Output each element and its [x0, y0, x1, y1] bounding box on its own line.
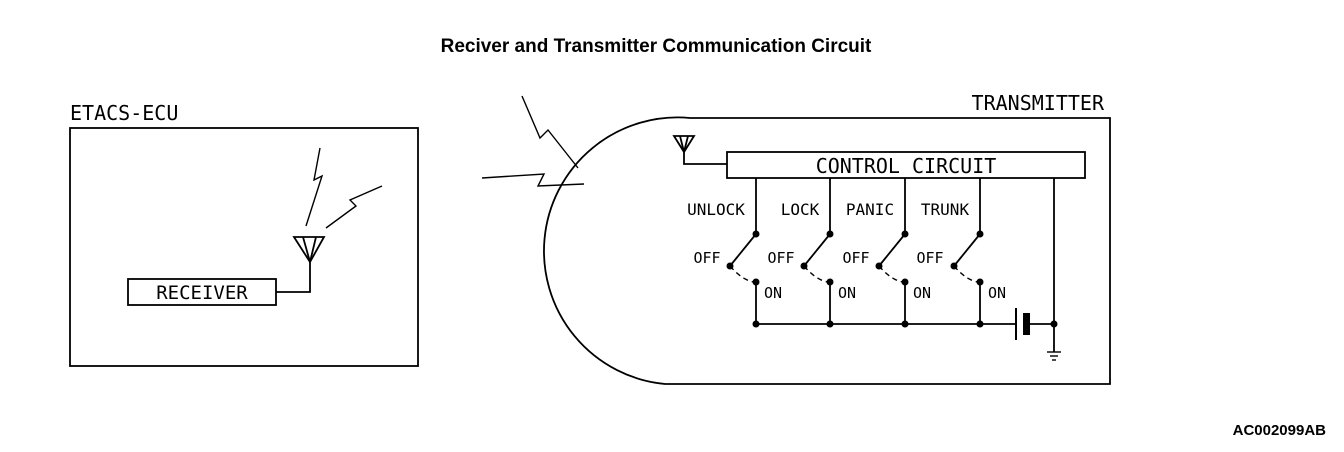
switch-swing-path — [803, 265, 831, 283]
switch-off-label: OFF — [916, 249, 943, 267]
switch-unlock: UNLOCK OFF ON — [687, 178, 782, 328]
transmitter-label: TRANSMITTER — [972, 91, 1105, 115]
switch-panic: PANIC OFF ON — [842, 178, 931, 328]
receiver-label: RECEIVER — [156, 282, 248, 304]
control-circuit-label: CONTROL CIRCUIT — [816, 154, 997, 178]
ecu-signal-zigzag-1 — [305, 147, 324, 227]
switch-on-label: ON — [988, 284, 1006, 302]
transmit-signal-zigzag-2 — [481, 173, 585, 187]
switch-on-label: ON — [764, 284, 782, 302]
switch-blade — [729, 233, 757, 267]
ecu-label: ETACS-ECU — [70, 101, 178, 125]
ecu-signal-zigzag-2 — [325, 185, 383, 229]
page-title: Reciver and Transmitter Communication Ci… — [440, 36, 872, 57]
switch-off-label: OFF — [693, 249, 720, 267]
transmitter-block: TRANSMITTER CONTROL CIRCUIT UNLOCKOFFONL… — [543, 91, 1111, 385]
receiver-antenna-wire — [276, 262, 311, 293]
switch-blade — [878, 233, 906, 267]
battery-icon — [1015, 308, 1030, 340]
transmitter-housing — [543, 116, 1111, 385]
switch-group: UNLOCK OFF ON LOCK OFF ON PANIC OFF ON TRUNK OFF ON — [687, 178, 1006, 328]
switch-off-label: OFF — [842, 249, 869, 267]
transmitter-antenna-wire — [683, 152, 727, 165]
ecu-box — [69, 127, 419, 367]
transmitter-antenna-icon — [672, 135, 696, 154]
switch-swing-path — [953, 265, 981, 283]
switch-name-label: LOCK — [781, 200, 820, 219]
switch-blade — [803, 233, 831, 267]
switch-name-label: TRUNK — [921, 200, 970, 219]
bus-junction — [826, 320, 834, 328]
bus-junction — [976, 320, 984, 328]
switch-on-label: ON — [913, 284, 931, 302]
bus-junction — [901, 320, 909, 328]
switch-name-label: UNLOCK — [687, 200, 745, 219]
switch-blade — [953, 233, 981, 267]
ground-symbol-icon — [1047, 351, 1061, 361]
switch-off-label: OFF — [767, 249, 794, 267]
ecu-antenna-icon — [292, 236, 326, 264]
switch-swing-path — [878, 265, 906, 283]
transmit-signal-zigzag-1 — [521, 95, 579, 169]
switch-trunk: TRUNK OFF ON — [916, 178, 1006, 328]
switch-name-label: PANIC — [846, 200, 894, 219]
switch-lock: LOCK OFF ON — [767, 178, 856, 328]
etacs-ecu-block: ETACS-ECU RECEIVER — [69, 101, 419, 367]
switch-swing-path — [729, 265, 757, 283]
control-circuit-box — [726, 151, 1086, 179]
bus-junction — [752, 320, 760, 328]
switch-on-label: ON — [838, 284, 856, 302]
figure-id: AC002099AB — [1232, 422, 1326, 439]
